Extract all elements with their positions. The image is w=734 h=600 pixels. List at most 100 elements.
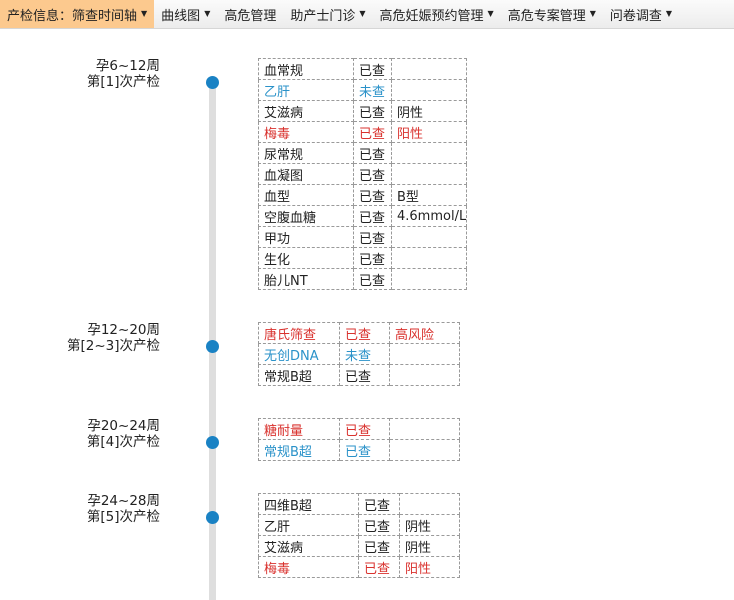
- exam-result: [390, 58, 468, 80]
- stage-label: 孕6~12周第[1]次产检: [87, 58, 160, 90]
- exam-row[interactable]: 糖耐量已查: [258, 418, 460, 440]
- exam-item: 糖耐量: [258, 418, 340, 440]
- stage-visit: 第[4]次产检: [86, 434, 160, 450]
- timeline-dot: [206, 436, 219, 449]
- exam-status: 未查: [339, 343, 390, 365]
- stage-label: 孕20~24周第[4]次产检: [87, 418, 160, 450]
- exam-result: [389, 418, 460, 440]
- nav-item-label: 曲线图: [161, 8, 201, 24]
- nav-item-5[interactable]: 高危专案管理▼: [501, 0, 603, 28]
- exam-item: 常规B超: [258, 439, 340, 461]
- caret-down-icon: ▼: [141, 8, 148, 18]
- exam-table: 四维B超已查乙肝已查阴性艾滋病已查阴性梅毒已查阳性: [258, 493, 460, 578]
- exam-item: 血型: [258, 184, 354, 206]
- exam-row[interactable]: 甲功已查: [258, 226, 468, 248]
- stage-visit: 第[5]次产检: [86, 509, 160, 525]
- nav-item-label: 高危专案管理: [507, 8, 586, 24]
- exam-status: 已查: [339, 439, 390, 461]
- nav-item-1[interactable]: 曲线图▼: [154, 0, 217, 28]
- exam-status: 已查: [339, 418, 390, 440]
- exam-row[interactable]: 梅毒已查阳性: [258, 121, 468, 143]
- stage-weeks: 孕20~24周: [87, 418, 160, 434]
- exam-result: B型: [390, 184, 468, 206]
- exam-status: 已查: [353, 163, 392, 185]
- exam-status: 已查: [353, 121, 392, 143]
- exam-item: 甲功: [258, 226, 354, 248]
- exam-result: [390, 163, 468, 185]
- exam-result: [390, 247, 468, 269]
- exam-row[interactable]: 尿常规已查: [258, 142, 468, 164]
- nav-item-6[interactable]: 问卷调查▼: [603, 0, 679, 28]
- exam-status: 已查: [353, 142, 392, 164]
- nav-item-label: 高危妊娠预约管理: [379, 8, 484, 24]
- exam-result: 阴性: [399, 535, 460, 557]
- nav-item-2[interactable]: 高危管理: [217, 0, 283, 28]
- exam-status: 已查: [358, 556, 400, 578]
- stage-label: 孕12~20周第[2~3]次产检: [67, 322, 160, 354]
- exam-item: 梅毒: [258, 121, 354, 143]
- exam-item: 乙肝: [258, 514, 359, 536]
- nav-item-label: 问卷调查: [609, 8, 662, 24]
- exam-status: 已查: [353, 100, 392, 122]
- exam-result: 4.6mmol/L: [390, 205, 468, 227]
- exam-item: 唐氏筛查: [258, 322, 340, 344]
- caret-down-icon: ▼: [589, 8, 596, 18]
- exam-result: [389, 364, 460, 386]
- exam-row[interactable]: 血常规已查: [258, 58, 468, 80]
- exam-status: 未查: [353, 79, 392, 101]
- exam-result: [389, 343, 460, 365]
- exam-row[interactable]: 艾滋病已查阴性: [258, 535, 460, 557]
- exam-row[interactable]: 常规B超已查: [258, 364, 460, 386]
- exam-status: 已查: [358, 514, 400, 536]
- exam-row[interactable]: 血凝图已查: [258, 163, 468, 185]
- nav-item-4[interactable]: 高危妊娠预约管理▼: [373, 0, 501, 28]
- exam-item: 无创DNA: [258, 343, 340, 365]
- timeline-dot: [206, 511, 219, 524]
- stage-weeks: 孕24~28周: [87, 493, 160, 509]
- exam-item: 空腹血糖: [258, 205, 354, 227]
- exam-status: 已查: [353, 247, 392, 269]
- exam-item: 生化: [258, 247, 354, 269]
- exam-item: 血凝图: [258, 163, 354, 185]
- exam-row[interactable]: 唐氏筛查已查高风险: [258, 322, 460, 344]
- stage-weeks: 孕6~12周: [95, 58, 160, 74]
- caret-down-icon: ▼: [204, 8, 211, 18]
- timeline-dot: [206, 76, 219, 89]
- exam-item: 艾滋病: [258, 535, 359, 557]
- exam-table: 糖耐量已查常规B超已查: [258, 418, 460, 461]
- exam-result: 阴性: [390, 100, 468, 122]
- exam-result: [399, 493, 460, 515]
- exam-status: 已查: [353, 184, 392, 206]
- exam-row[interactable]: 乙肝未查: [258, 79, 468, 101]
- exam-result: [390, 79, 468, 101]
- exam-row[interactable]: 艾滋病已查阴性: [258, 100, 468, 122]
- exam-item: 常规B超: [258, 364, 340, 386]
- exam-result: [390, 226, 468, 248]
- caret-down-icon: ▼: [359, 8, 366, 18]
- exam-row[interactable]: 常规B超已查: [258, 439, 460, 461]
- exam-result: 阳性: [399, 556, 460, 578]
- exam-result: [390, 142, 468, 164]
- top-nav: 产检信息：筛查时间轴▼曲线图▼高危管理助产士门诊▼高危妊娠预约管理▼高危专案管理…: [0, 0, 734, 29]
- exam-item: 尿常规: [258, 142, 354, 164]
- nav-item-0[interactable]: 产检信息：筛查时间轴▼: [0, 0, 155, 28]
- exam-row[interactable]: 梅毒已查阳性: [258, 556, 460, 578]
- exam-row[interactable]: 生化已查: [258, 247, 468, 269]
- nav-item-3[interactable]: 助产士门诊▼: [283, 0, 372, 28]
- exam-result: 高风险: [389, 322, 460, 344]
- exam-item: 四维B超: [258, 493, 359, 515]
- exam-result: [390, 268, 468, 290]
- nav-item-label: 高危管理: [224, 8, 277, 24]
- exam-status: 已查: [353, 226, 392, 248]
- stage-visit: 第[2~3]次产检: [66, 338, 160, 354]
- caret-down-icon: ▼: [665, 8, 673, 18]
- exam-item: 乙肝: [258, 79, 354, 101]
- exam-row[interactable]: 乙肝已查阴性: [258, 514, 460, 536]
- exam-status: 已查: [353, 268, 392, 290]
- exam-row[interactable]: 四维B超已查: [258, 493, 460, 515]
